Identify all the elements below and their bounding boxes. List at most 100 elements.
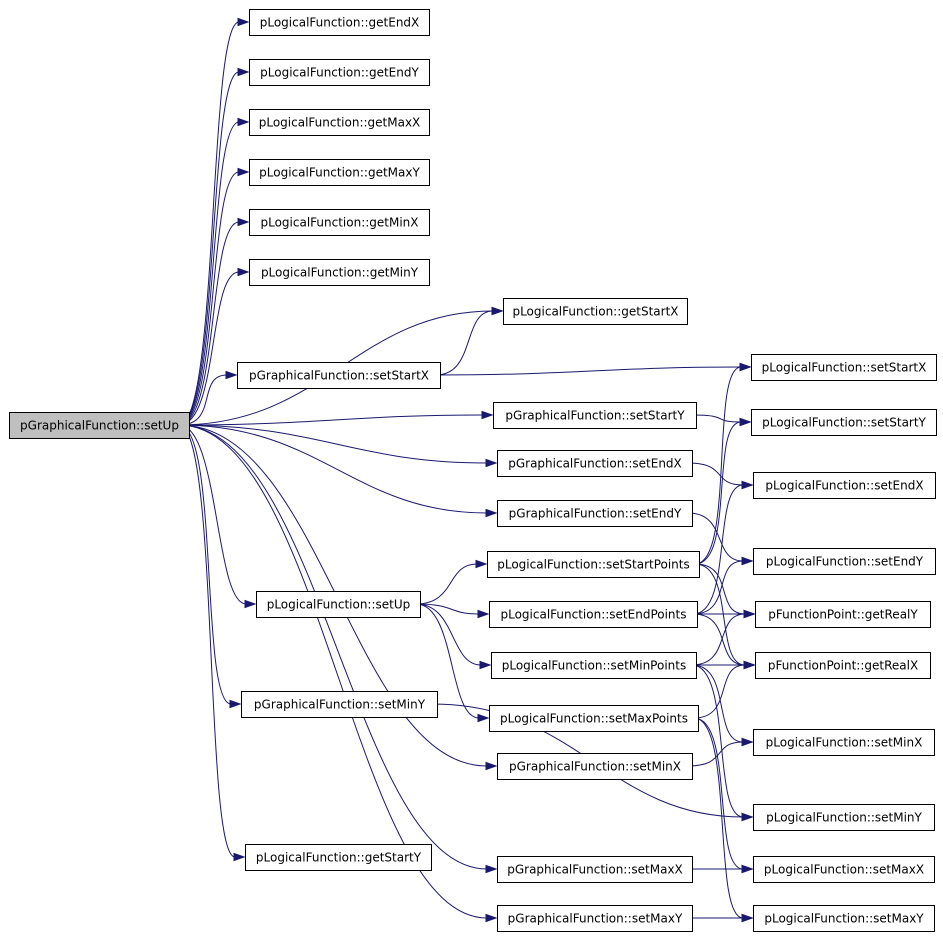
arrowhead-icon (739, 362, 752, 372)
arrowhead-icon (477, 713, 490, 723)
node-label: pGraphicalFunction::setEndY (509, 507, 682, 521)
edge-root-to-gf-set-end-x (178, 424, 488, 464)
node-box (489, 601, 698, 628)
node-label: pGraphicalFunction::setMinY (254, 698, 426, 712)
node-label: pLogicalFunction::setStartPoints (497, 558, 690, 572)
node-lf-set-start-y[interactable]: pLogicalFunction::setStartY (751, 409, 937, 436)
node-lf-set-start-points[interactable]: pLogicalFunction::setStartPoints (487, 551, 700, 578)
node-label: pLogicalFunction::setMaxPoints (500, 712, 688, 726)
node-label: pFunctionPoint::getRealX (768, 659, 918, 673)
node-lf-set-max-points[interactable]: pLogicalFunction::setMaxPoints (489, 705, 699, 732)
node-g-min-y[interactable]: pLogicalFunction::getMinY (249, 259, 430, 286)
node-gf-set-end-x[interactable]: pGraphicalFunction::setEndX (497, 450, 693, 477)
node-lf-set-min-x[interactable]: pLogicalFunction::setMinX (753, 729, 935, 756)
node-fp-get-real-y[interactable]: pFunctionPoint::getRealY (755, 601, 931, 628)
node-gf-set-start-y[interactable]: pGraphicalFunction::setStartY (493, 402, 697, 429)
node-gf-set-max-x[interactable]: pGraphicalFunction::setMaxX (497, 856, 693, 883)
edge-lf-set-start-points-to-fp-get-real-y (694, 563, 746, 615)
arrowhead-icon (485, 508, 498, 518)
node-label: pLogicalFunction::getEndY (260, 66, 419, 80)
node-gf-set-start-x[interactable]: pGraphicalFunction::setStartX (237, 362, 441, 389)
arrowhead-icon (741, 737, 754, 747)
node-g-max-x[interactable]: pLogicalFunction::getMaxX (249, 109, 430, 136)
node-label: pGraphicalFunction::setStartX (249, 369, 429, 383)
node-box (241, 691, 438, 718)
edge-lf-set-up-to-lf-set-max-points (415, 603, 480, 719)
node-lf-set-start-x[interactable]: pLogicalFunction::setStartX (751, 354, 937, 381)
node-box (245, 844, 432, 871)
edge-lf-set-end-points-to-fp-get-real-x (692, 613, 746, 666)
node-lf-set-end-y[interactable]: pLogicalFunction::setEndY (753, 548, 936, 575)
node-lf-set-end-points[interactable]: pLogicalFunction::setEndPoints (489, 601, 698, 628)
arrowhead-icon (741, 480, 754, 490)
node-label: pGraphicalFunction::setMinX (509, 760, 681, 774)
node-box (503, 298, 688, 325)
arrowhead-icon (743, 660, 756, 670)
node-box (755, 652, 931, 679)
node-box (249, 109, 430, 136)
node-lf-set-max-x[interactable]: pLogicalFunction::setMaxX (753, 856, 935, 883)
node-label: pGraphicalFunction::setMaxX (507, 863, 683, 877)
node-label: pLogicalFunction::getStartX (512, 305, 678, 319)
node-g-max-y[interactable]: pLogicalFunction::getMaxY (249, 159, 430, 186)
node-g-min-x[interactable]: pLogicalFunction::getMinX (249, 209, 430, 236)
node-gf-set-end-y[interactable]: pGraphicalFunction::setEndY (497, 500, 693, 527)
node-box (249, 209, 430, 236)
edge-gf-set-end-y-to-lf-set-end-y (687, 512, 744, 562)
edge-lf-set-start-points-to-lf-set-start-x (694, 366, 742, 565)
node-box (249, 159, 430, 186)
node-box (237, 362, 441, 389)
node-box (489, 705, 699, 732)
arrowhead-icon (481, 410, 494, 420)
node-label: pLogicalFunction::getStartY (256, 851, 422, 865)
arrowhead-icon (237, 17, 250, 27)
arrowhead-icon (485, 458, 498, 468)
arrowhead-icon (237, 67, 250, 77)
node-box (753, 856, 935, 883)
arrowhead-icon (741, 556, 754, 566)
node-box (755, 601, 931, 628)
node-box (256, 591, 421, 618)
arrowhead-icon (485, 913, 498, 923)
node-box (249, 9, 430, 36)
node-fp-get-real-x[interactable]: pFunctionPoint::getRealX (755, 652, 931, 679)
node-label: pGraphicalFunction::setMaxY (508, 912, 683, 926)
edge-gf-set-end-x-to-lf-set-end-x (687, 462, 744, 486)
arrowhead-icon (229, 699, 242, 709)
node-box (753, 905, 935, 932)
arrowhead-icon (477, 609, 490, 619)
node-gf-set-max-y[interactable]: pGraphicalFunction::setMaxY (497, 905, 693, 932)
node-gf-set-min-x[interactable]: pGraphicalFunction::setMinX (497, 753, 693, 780)
node-root[interactable]: pGraphicalFunction::setUp (9, 412, 190, 439)
node-lf-set-max-y[interactable]: pLogicalFunction::setMaxY (753, 905, 935, 932)
edge-lf-set-up-to-lf-set-start-points (415, 563, 478, 605)
edge-gf-set-start-x-to-lf-set-start-x (435, 366, 742, 376)
node-lf-set-min-y[interactable]: pLogicalFunction::setMinY (753, 804, 935, 831)
node-g-end-x[interactable]: pLogicalFunction::getEndX (249, 9, 430, 36)
node-g-start-x[interactable]: pLogicalFunction::getStartX (503, 298, 688, 325)
arrowhead-icon (225, 370, 238, 380)
edge-root-to-gf-set-min-y (178, 424, 232, 705)
node-label: pLogicalFunction::setEndY (766, 555, 924, 569)
edge-root-to-g-max-y (178, 171, 240, 426)
node-lf-set-up[interactable]: pLogicalFunction::setUp (256, 591, 421, 618)
node-gf-set-min-y[interactable]: pGraphicalFunction::setMinY (241, 691, 438, 718)
node-label: pLogicalFunction::setEndX (765, 479, 923, 493)
arrowhead-icon (244, 599, 257, 609)
arrowhead-icon (741, 812, 754, 822)
arrowhead-icon (237, 217, 250, 227)
node-box (487, 551, 700, 578)
node-g-start-y[interactable]: pLogicalFunction::getStartY (245, 844, 432, 871)
node-box (497, 500, 693, 527)
arrowhead-icon (237, 117, 250, 127)
node-g-end-y[interactable]: pLogicalFunction::getEndY (249, 59, 430, 86)
edge-gf-set-start-y-to-lf-set-start-y (691, 414, 742, 423)
node-lf-set-min-points[interactable]: pLogicalFunction::setMinPoints (491, 652, 697, 679)
edge-root-to-g-max-x (178, 121, 240, 426)
arrowhead-icon (741, 864, 754, 874)
edge-gf-set-min-x-to-lf-set-min-x (687, 741, 744, 767)
node-box (753, 804, 935, 831)
node-box (751, 409, 937, 436)
node-lf-set-end-x[interactable]: pLogicalFunction::setEndX (753, 472, 936, 499)
